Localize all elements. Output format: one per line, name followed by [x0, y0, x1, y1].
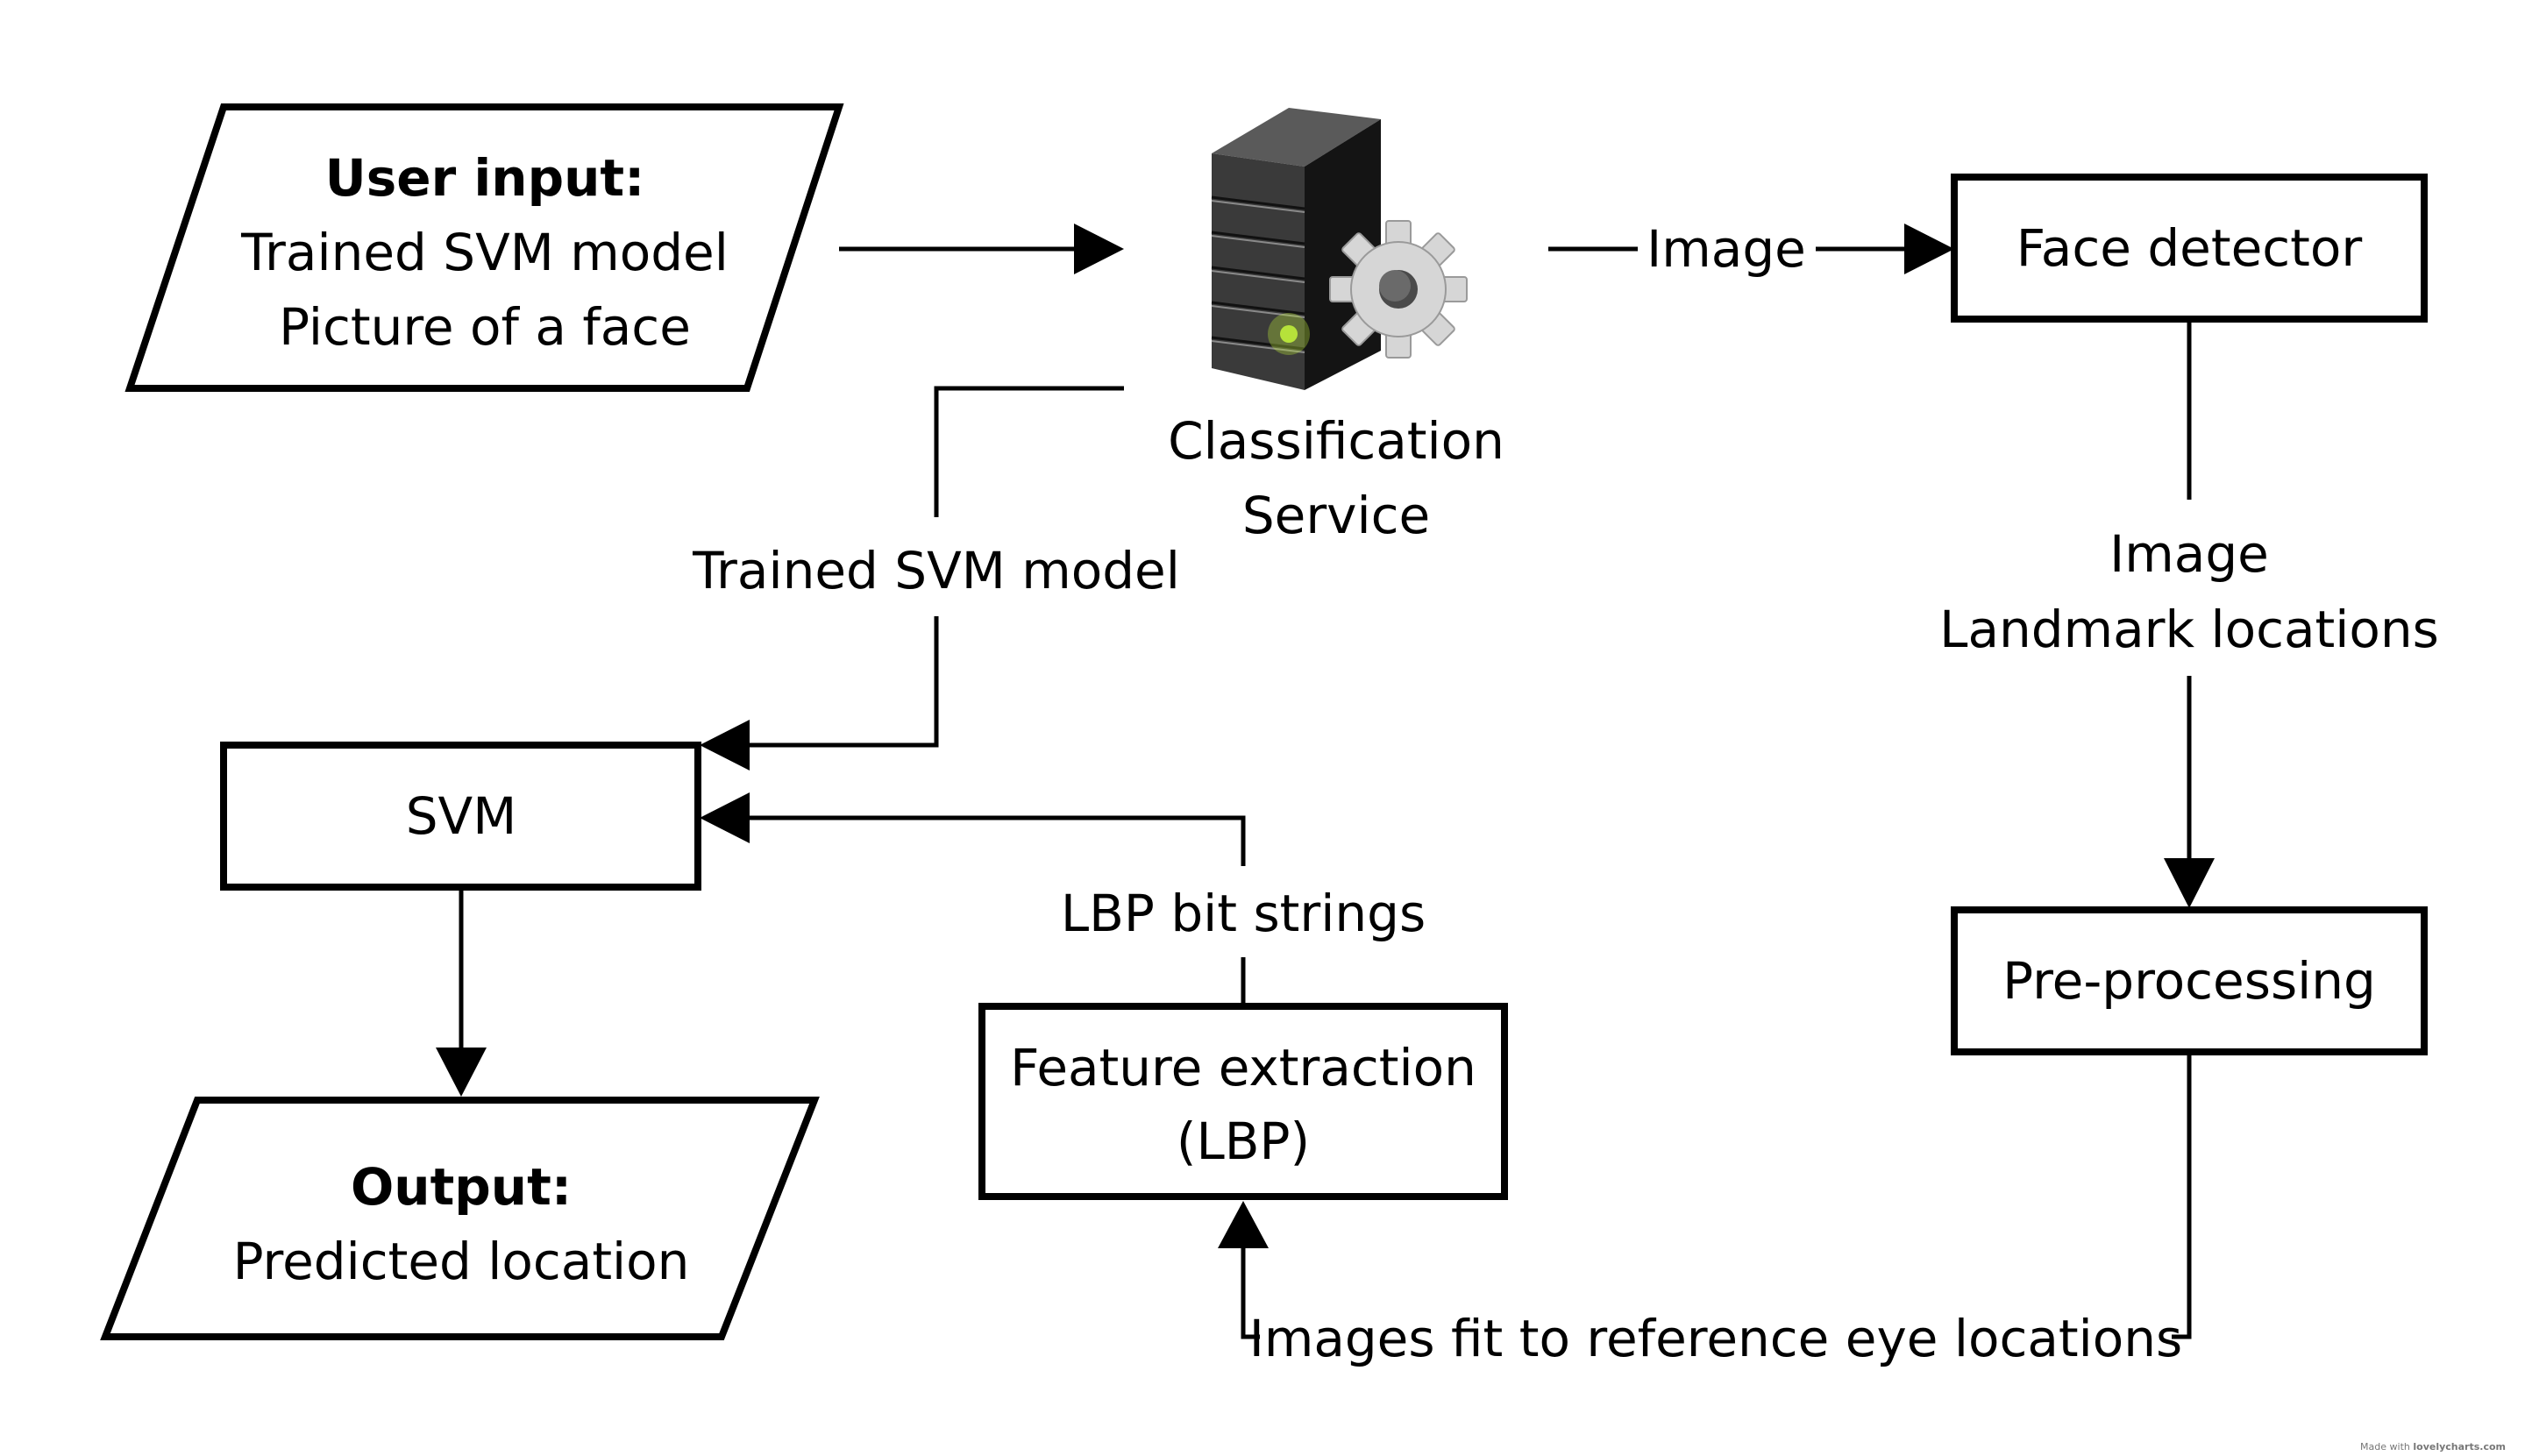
edge-label-trained-svm-model: Trained SVM model — [692, 541, 1180, 600]
arrowhead-svm-to-output — [436, 1048, 487, 1097]
edge-label-image-landmarks-line1: Image — [2109, 524, 2269, 584]
arrowhead-features-to-svm — [700, 792, 750, 843]
face-detector-node — [1951, 174, 2428, 323]
server-bays — [1211, 195, 1305, 351]
arrowhead-detector-to-preprocessing — [2164, 858, 2215, 908]
edge-service-to-svm-a — [934, 386, 1124, 517]
server-gear-icon — [1211, 108, 1468, 390]
user-input-heading: User input: — [325, 148, 645, 208]
edge-label-images-fit: Images fit to reference eye locations — [1249, 1309, 2183, 1368]
user-input-line1: Trained SVM model — [240, 223, 729, 282]
svm-node — [220, 742, 701, 891]
output-heading: Output: — [351, 1157, 572, 1217]
edge-label-lbp-bit-strings: LBP bit strings — [1061, 884, 1426, 943]
arrowhead-input-to-service — [1074, 224, 1124, 274]
pre-processing-label: Pre-processing — [2002, 951, 2376, 1011]
edge-features-to-svm-b — [745, 815, 1246, 866]
classification-service-line1: Classification — [1168, 411, 1504, 471]
pre-processing-node — [1951, 906, 2428, 1055]
gear-icon — [1329, 220, 1468, 359]
output-line1: Predicted location — [233, 1232, 690, 1291]
user-input-node — [124, 103, 844, 392]
output-node — [100, 1097, 820, 1340]
server-top — [1212, 108, 1381, 167]
svm-label: SVM — [406, 786, 517, 846]
feature-extraction-node — [978, 1003, 1508, 1200]
edge-service-to-svm-b — [745, 616, 939, 748]
arrowhead-service-to-svm — [700, 720, 750, 771]
edge-label-image: Image — [1647, 219, 1806, 279]
made-with-credit: Made with lovelycharts.com — [2360, 1441, 2506, 1452]
face-detector-label: Face detector — [2016, 218, 2363, 278]
server-status-led-core — [1280, 325, 1298, 343]
edge-preprocessing-to-features-b — [1241, 1245, 1260, 1339]
feature-extraction-line1: Feature extraction — [1010, 1038, 1476, 1097]
classification-service-line2: Service — [1242, 486, 1430, 545]
server-bay-highlights — [1211, 200, 1305, 353]
feature-extraction-line2: (LBP) — [1177, 1112, 1310, 1171]
user-input-line2: Picture of a face — [279, 297, 691, 357]
arrowhead-service-to-detector — [1904, 224, 1954, 274]
edge-label-image-landmarks-line2: Landmark locations — [1939, 600, 2439, 659]
arrowhead-preprocessing-to-features — [1218, 1201, 1269, 1248]
edge-preprocessing-to-features-a — [2172, 1054, 2192, 1339]
